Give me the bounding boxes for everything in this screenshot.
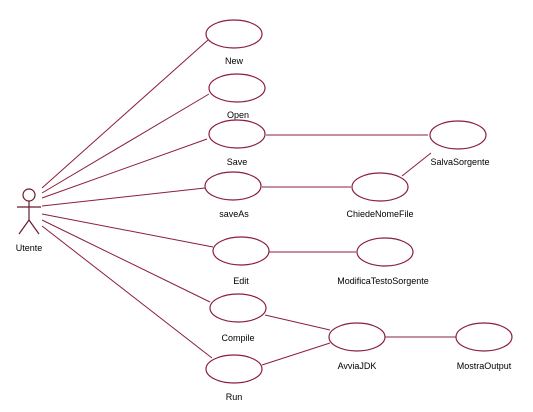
assoc-chiedenomefile-salvasorgente	[401, 152, 432, 177]
assoc-utente-run	[41, 225, 213, 359]
use-case-chiede-nome-file-ellipse	[351, 172, 409, 202]
use-case-new[interactable]: New	[205, 19, 263, 66]
use-case-compile-ellipse	[209, 293, 267, 323]
use-case-modifica-testo-sorgente-label: ModificaTestoSorgente	[337, 276, 429, 286]
use-case-salva-sorgente-label: SalvaSorgente	[430, 157, 489, 167]
use-case-open-ellipse	[208, 73, 266, 103]
assoc-utente-open	[41, 93, 210, 194]
use-case-edit-label: Edit	[233, 276, 249, 286]
use-case-run-ellipse	[205, 354, 263, 384]
use-case-mostra-output-label: MostraOutput	[457, 361, 512, 371]
use-case-chiede-nome-file-label: ChiedeNomeFile	[346, 209, 413, 219]
actor-left-leg	[18, 219, 30, 235]
use-case-compile[interactable]: Compile	[209, 293, 267, 343]
assoc-utente-compile	[41, 219, 211, 303]
use-case-salva-sorgente-ellipse	[429, 120, 487, 150]
assoc-utente-save	[41, 138, 208, 199]
use-case-new-ellipse	[205, 19, 263, 49]
use-case-avvia-jdk-ellipse	[328, 322, 386, 352]
assoc-utente-new	[41, 39, 209, 189]
assoc-utente-edit	[41, 213, 214, 248]
use-case-save-label: Save	[227, 157, 248, 167]
actor-label: Utente	[16, 243, 43, 253]
assoc-run-avviajdk	[261, 342, 331, 366]
use-case-open-label: Open	[227, 110, 249, 120]
use-case-saveas[interactable]: saveAs	[204, 171, 262, 219]
use-case-save[interactable]: Save	[208, 119, 266, 167]
use-case-new-label: New	[225, 56, 244, 66]
assoc-compile-avviajdk	[264, 314, 331, 331]
use-case-run-label: Run	[226, 392, 243, 402]
use-case-modifica-testo-sorgente-ellipse	[356, 237, 414, 267]
use-case-avvia-jdk-label: AvviaJDK	[338, 361, 377, 371]
use-case-avvia-jdk[interactable]: AvviaJDK	[328, 322, 386, 371]
assoc-utente-saveas	[41, 187, 206, 207]
use-case-compile-label: Compile	[221, 333, 254, 343]
use-case-associations	[261, 134, 456, 366]
use-case-saveas-label: saveAs	[219, 209, 249, 219]
use-case-chiede-nome-file[interactable]: ChiedeNomeFile	[346, 172, 414, 219]
actor-utente[interactable]: Utente	[16, 188, 43, 253]
use-case-edit[interactable]: Edit	[212, 236, 270, 286]
use-case-saveas-ellipse	[204, 171, 262, 201]
use-case-open[interactable]: Open	[208, 73, 266, 120]
use-case-mostra-output[interactable]: MostraOutput	[455, 322, 513, 371]
use-case-modifica-testo-sorgente[interactable]: ModificaTestoSorgente	[337, 237, 429, 286]
actor-right-leg	[28, 219, 40, 235]
use-case-salva-sorgente[interactable]: SalvaSorgente	[429, 120, 490, 167]
use-case-edit-ellipse	[212, 236, 270, 266]
use-case-mostra-output-ellipse	[455, 322, 513, 352]
use-case-save-ellipse	[208, 119, 266, 149]
actor-associations	[41, 39, 214, 359]
actor-head	[22, 188, 36, 202]
use-case-run[interactable]: Run	[205, 354, 263, 402]
